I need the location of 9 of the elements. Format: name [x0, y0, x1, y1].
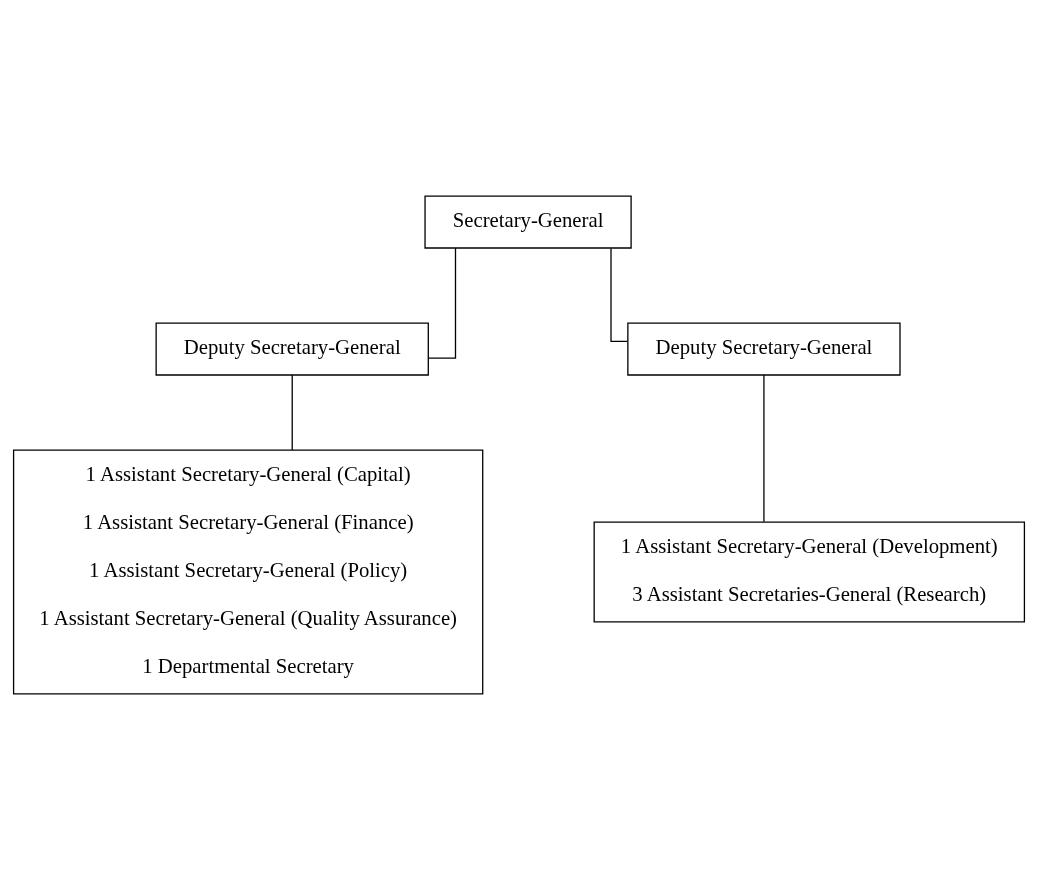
- node-box: 1 Assistant Secretary-General (Capital) 1 Assistant Secretary-General (Finance) 1 Assistant Secretary-General (Policy) 1 Assistant Secretary-General (Quality Assurance) 1 Departmental Secretary: [12, 449, 484, 695]
- connector: [291, 374, 293, 451]
- connector: [427, 247, 457, 359]
- node-box: Deputy Secretary-General: [155, 322, 429, 376]
- connector: [763, 374, 765, 523]
- connector: [610, 247, 629, 342]
- node-box: 1 Assistant Secretary-General (Development) 3 Assistant Secretaries-General (Research): [593, 521, 1026, 623]
- node-box: Secretary-General: [424, 195, 632, 249]
- node-box: Deputy Secretary-General: [627, 322, 901, 376]
